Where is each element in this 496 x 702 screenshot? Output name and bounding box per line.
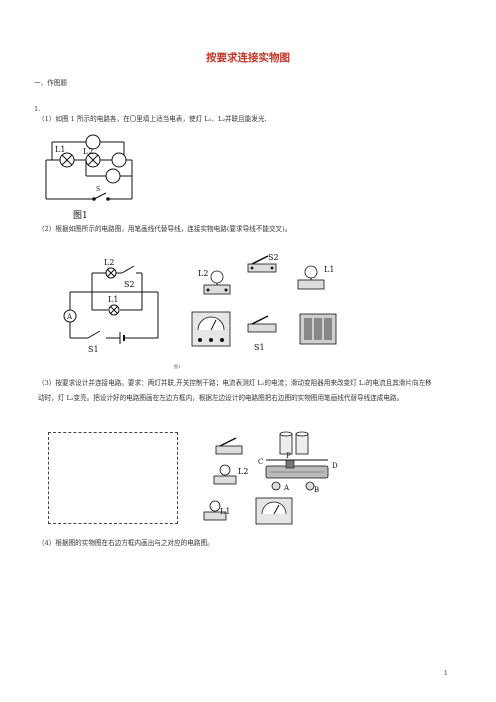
label-l2: L2 bbox=[238, 467, 248, 476]
part-3-text: （3）按要求设计并连接电路。要求：两灯并联,开关控制干路；电流表测灯 L₁的电流… bbox=[38, 379, 432, 402]
battery-icon bbox=[279, 431, 309, 455]
answer-box-dashed bbox=[48, 432, 178, 524]
label-l1: L1 bbox=[108, 295, 118, 304]
label-s: S bbox=[96, 186, 100, 193]
lamp-icon bbox=[85, 152, 101, 168]
switch-icon bbox=[247, 315, 277, 333]
label-d: D bbox=[332, 462, 338, 470]
meter-circle-icon bbox=[105, 168, 121, 184]
label-a: A bbox=[66, 313, 73, 321]
lamp-icon bbox=[108, 304, 120, 316]
real-label-s2: S2 bbox=[268, 253, 279, 262]
real-label-l2: L2 bbox=[198, 269, 208, 278]
lamp-holder-icon bbox=[203, 500, 227, 521]
lamp-holder-icon bbox=[213, 464, 237, 485]
part-1-text: （1）如图 1 所示的电路各，在〇里填上适当电表，使灯 L₁、L₂并联且能发光. bbox=[38, 115, 267, 123]
label-s1: S1 bbox=[88, 345, 99, 354]
label-l1: L1 bbox=[55, 145, 65, 154]
rheostat-icon bbox=[265, 459, 329, 491]
label-c: C bbox=[258, 458, 263, 466]
part-2-text: （2）根据如图所示的电路图，用笔画线代替导线，连接实物电路(要求导线不能交叉)。 bbox=[38, 225, 292, 233]
section-heading: 一、作图题 bbox=[34, 79, 67, 87]
question-number: 1. bbox=[34, 105, 41, 113]
figure-2-components: L2 S2 L1 S1 bbox=[191, 253, 337, 352]
figure-1-circuit: L1 L2 S 图1 bbox=[45, 134, 133, 220]
battery-box-icon bbox=[299, 313, 337, 345]
real-label-s1: S1 bbox=[254, 343, 265, 352]
label-s2: S2 bbox=[124, 280, 135, 289]
label-b: B bbox=[314, 486, 319, 494]
label-a: A bbox=[283, 484, 290, 492]
real-label-l1: L1 bbox=[324, 265, 334, 274]
meter-circle-icon bbox=[111, 152, 127, 168]
page-number: 1 bbox=[444, 670, 448, 677]
label-p: P bbox=[286, 452, 291, 460]
part-4-text: （4）根据图的实物图在右边方框内画出与之对应的电路图。 bbox=[38, 539, 214, 547]
figure-3-components: L2 C P D A B L1 bbox=[203, 431, 338, 525]
figure-2-circuit: A L2 S2 L1 S1 bbox=[63, 258, 159, 354]
ammeter-icon bbox=[63, 309, 77, 323]
figure-1-caption: 图1 bbox=[73, 210, 88, 220]
page-title: 按要求连接实物图 bbox=[206, 52, 290, 64]
switch-icon bbox=[247, 255, 277, 273]
meter-circle-icon bbox=[85, 134, 101, 150]
figure-2-caption: 图1 bbox=[174, 364, 181, 369]
switch-icon bbox=[215, 437, 243, 455]
label-l2: L2 bbox=[104, 258, 114, 267]
lamp-icon bbox=[59, 152, 75, 168]
lamp-holder-icon bbox=[203, 270, 231, 295]
ammeter-icon bbox=[191, 311, 231, 347]
lamp-icon bbox=[105, 267, 117, 279]
lamp-holder-icon bbox=[297, 265, 325, 290]
label-l1: L1 bbox=[220, 507, 230, 516]
ammeter-icon bbox=[255, 497, 293, 525]
label-l2: L2 bbox=[83, 147, 93, 156]
